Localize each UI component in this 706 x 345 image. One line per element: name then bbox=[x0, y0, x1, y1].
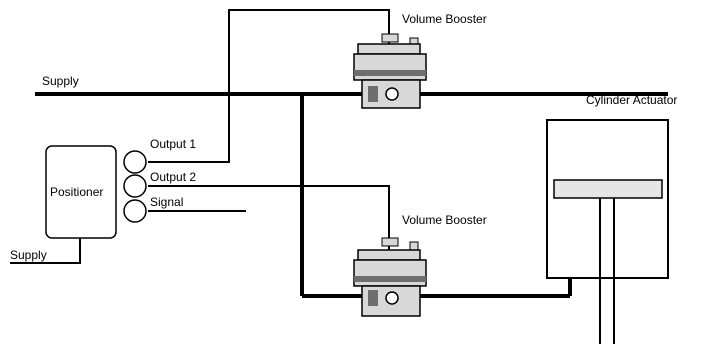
output-2-port bbox=[123, 174, 147, 198]
output-2-label: Output 2 bbox=[150, 170, 196, 184]
output-1-label: Output 1 bbox=[150, 137, 196, 151]
supply-positioner-line bbox=[10, 238, 81, 264]
booster-top-label: Volume Booster bbox=[402, 12, 487, 26]
supply-positioner-label: Supply bbox=[10, 248, 47, 262]
output-1-line bbox=[148, 9, 390, 163]
cylinder-piston bbox=[553, 179, 663, 199]
volume-booster-top bbox=[353, 33, 427, 109]
signal-port bbox=[123, 199, 147, 223]
output-1-port bbox=[123, 150, 147, 174]
output-2-line bbox=[148, 185, 390, 250]
signal-label: Signal bbox=[150, 195, 183, 209]
cylinder-label: Cylinder Actuator bbox=[586, 93, 677, 107]
piping-loop bbox=[300, 94, 572, 298]
cylinder-body bbox=[546, 119, 669, 279]
positioner-box bbox=[45, 145, 117, 239]
booster-bottom-label: Volume Booster bbox=[402, 213, 487, 227]
positioner-label: Positioner bbox=[50, 185, 103, 199]
volume-booster-bottom bbox=[353, 237, 427, 317]
supply-main-label: Supply bbox=[42, 74, 79, 88]
